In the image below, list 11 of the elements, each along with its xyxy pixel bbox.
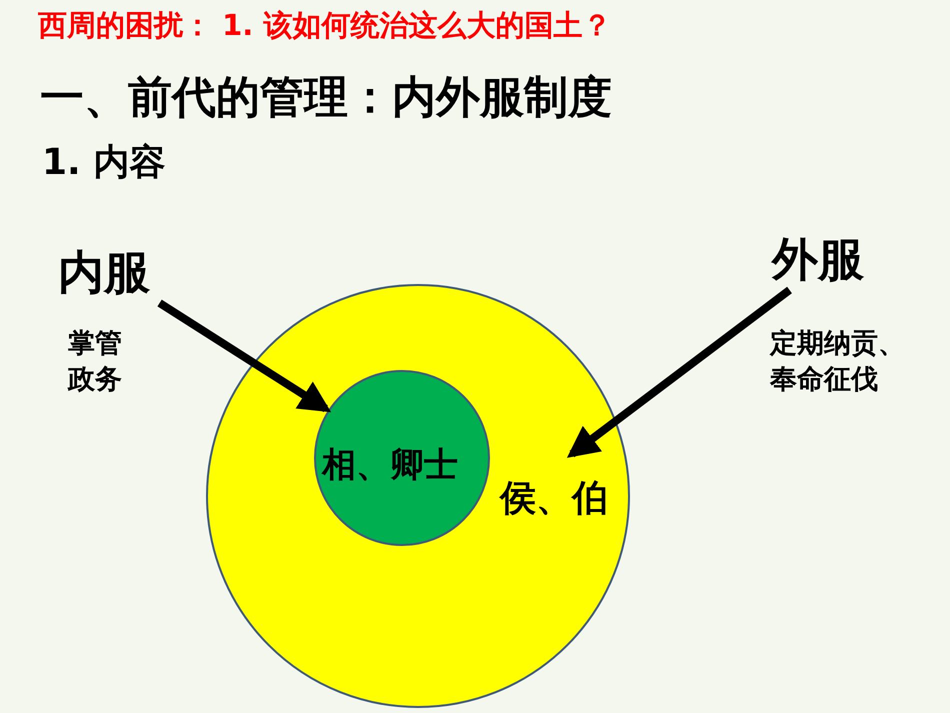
circle-label: 侯、伯	[500, 477, 608, 521]
node-label: 外服	[772, 232, 864, 288]
arrow	[157, 300, 332, 412]
circle-label: 相、卿士	[322, 444, 458, 487]
caption-text: 掌管政务	[68, 327, 123, 398]
caption-text: 定期纳贡、奉命征伐	[770, 327, 906, 398]
section-heading: 一、前代的管理：内外服制度	[40, 71, 612, 125]
title-text: 西周的困扰： 1. 该如何统治这么大的国土？	[38, 7, 612, 44]
subheading: 1. 内容	[42, 141, 166, 185]
arrow	[566, 286, 792, 458]
node-label: 内服	[58, 245, 150, 300]
